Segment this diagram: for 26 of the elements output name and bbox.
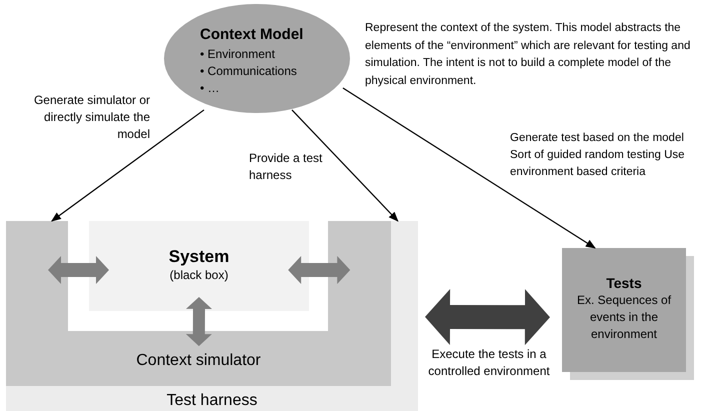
box-body: Ex. Sequences of events in the environment <box>576 292 672 343</box>
block-arrow <box>425 289 550 346</box>
edge-label: Execute the tests in a controlled environment <box>427 346 551 380</box>
arrow <box>342 88 596 249</box>
system-box <box>89 221 309 311</box>
block-arrow <box>48 256 109 284</box>
bullet-item: • Communications <box>200 63 297 80</box>
note-text: Represent the context of the system. This model abstracts the elements of the “environment” which are relevant for testing and simulation. The intent is not to build a complete model of the physical environment. <box>365 21 692 88</box>
box-subtitle: (black box) <box>170 267 228 283</box>
test-harness-area <box>6 221 418 411</box>
tests-box <box>562 248 686 372</box>
bullet-item: • … <box>200 80 221 97</box>
block-arrow <box>288 256 350 284</box>
block-arrow <box>186 297 212 346</box>
arrow <box>292 110 398 222</box>
area-label: Test harness <box>166 391 258 411</box>
edge-label: Generate test based on the model Sort of guided random testing Use environment based criteria <box>510 131 686 180</box>
edge-label: Generate simulator or directly simulate the model <box>32 92 150 143</box>
arrow <box>51 109 204 222</box>
edge-label: Provide a test harness <box>249 150 324 184</box>
ellipse-title: Context Model <box>200 25 304 45</box>
bullet-item: • Environment <box>200 46 276 63</box>
area-label: Context simulator <box>135 351 262 371</box>
box-title: Tests <box>606 274 642 292</box>
box-title: System <box>168 247 230 267</box>
context-simulator-area <box>6 221 391 386</box>
